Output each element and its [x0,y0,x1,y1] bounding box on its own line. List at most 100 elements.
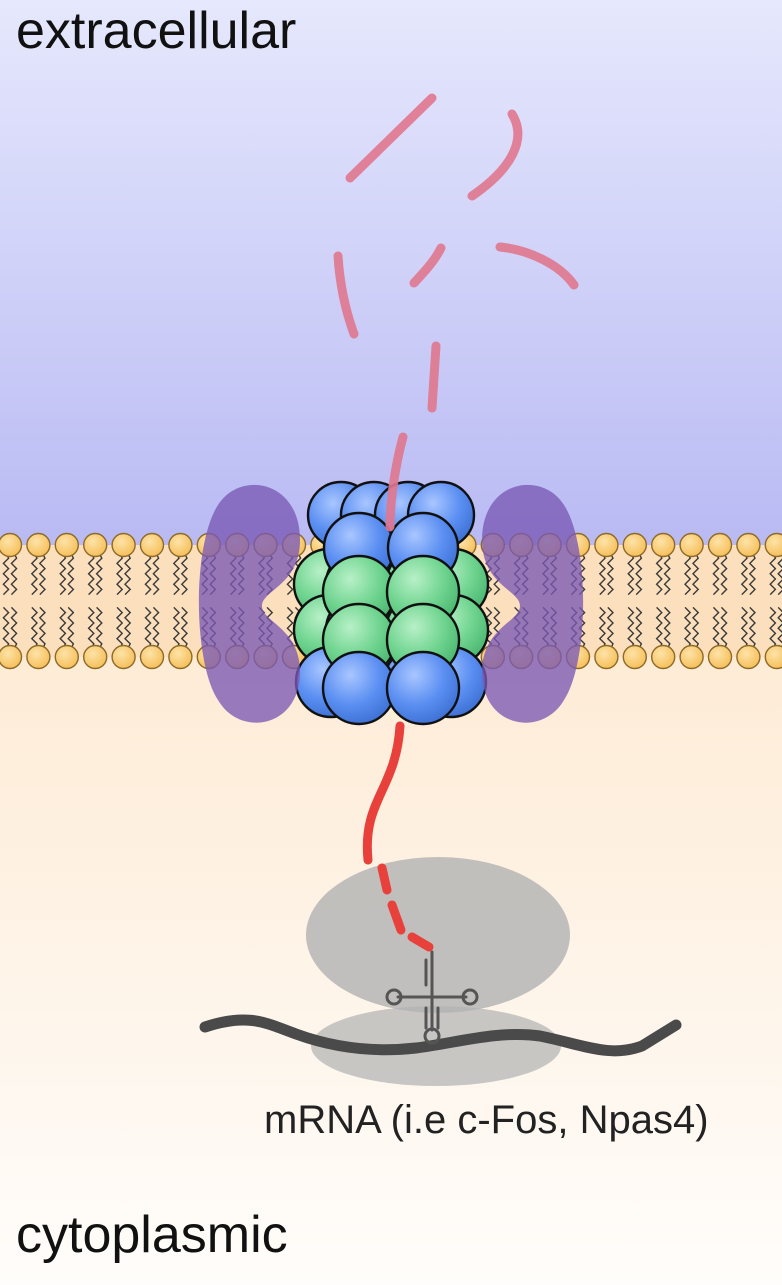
mrna-label: mRNA (i.e c-Fos, Npas4) [264,1098,709,1142]
lipid-head [0,532,23,558]
lipid-head [622,644,647,670]
peptide-segment [377,863,392,895]
lipid-head [736,644,761,670]
lipid-head [168,532,193,558]
peptide-segment [409,243,446,288]
lipid-head [111,644,136,670]
lipid-tail [95,552,103,596]
lipid-tail [627,552,635,596]
peptide-segment [387,900,406,935]
lipid-tail [2,606,10,650]
lipid-tail [627,606,635,650]
lipid-tail [116,606,124,650]
auxiliary-protein-right [482,484,584,723]
lipid-tail [30,552,38,596]
lipid-tail [38,606,46,650]
ribosome-large-subunit [306,857,570,1013]
lipid-head [764,532,782,558]
lipid-tail [740,606,748,650]
proteasome-complex [292,480,490,726]
lipid-head [26,532,51,558]
lipid-tail [144,552,152,596]
lipid-tail [2,552,10,596]
lipid-tail [124,606,132,650]
lipid-head [54,532,80,558]
lipid-head [594,532,619,558]
lipid-tail [606,552,614,596]
lipid-head [764,644,782,670]
lipid-head [679,644,704,670]
lipid-head [594,644,619,670]
lipid-tail [180,606,188,650]
lipid-tail [740,552,748,596]
lipid-tail [635,606,643,650]
lipid-head [139,532,165,558]
lipid-tail [748,606,756,650]
lipid-tail [59,606,67,650]
lipid-tail [67,606,75,650]
lipid-tail [598,552,606,596]
lipid-head [139,644,165,670]
peptide-intracellular [362,721,434,952]
lipid-tail [172,552,180,596]
lipid-tail [598,606,606,650]
lipid-head [111,532,136,558]
lipid-head [26,644,51,670]
lipid-tail [720,552,728,596]
lipid-head [168,644,193,670]
lipid-tail [30,606,38,650]
proteasome-cap-subunit [385,650,461,726]
lipid-tail [152,552,160,596]
lipid-head [707,532,733,558]
lipid-tail [59,552,67,596]
lipid-tail [124,552,132,596]
lipid-tail [635,552,643,596]
trna-icon [385,950,479,1045]
lipid-tail [144,606,152,650]
lipid-tail [684,552,692,596]
lipid-tail [180,552,188,596]
lipid-head [651,644,676,670]
lipid-head [707,644,733,670]
proteasome-cap-subunit [321,650,397,726]
cytoplasmic-label: cytoplasmic [16,1206,288,1264]
auxiliary-protein-left [198,484,300,723]
lipid-tail [712,552,720,596]
lipid-tail [692,552,700,596]
lipid-tail [655,552,663,596]
peptide-segment [495,242,579,290]
lipid-tail [10,552,18,596]
lipid-tail [720,606,728,650]
lipid-tail [87,552,95,596]
lipid-tail [684,606,692,650]
lipid-tail [692,606,700,650]
lipid-tail [172,606,180,650]
peptide-segment [467,109,523,201]
peptide-extracellular [333,93,579,532]
peptide-segment [333,251,359,339]
lipid-head [622,532,647,558]
lipid-tail [712,606,720,650]
lipid-tail [67,552,75,596]
peptide-segment [345,93,437,183]
lipid-head [679,532,704,558]
lipid-tail [87,606,95,650]
lipid-tail [606,606,614,650]
lipid-tail [748,552,756,596]
lipid-head [0,644,23,670]
lipid-tail [38,552,46,596]
lipid-tail [663,552,671,596]
lipid-tail [655,606,663,650]
lipid-head [82,532,108,558]
peptide-segment [427,341,441,413]
lipid-tail [10,606,18,650]
peptide-segment [385,432,408,532]
lipid-head [736,532,761,558]
peptide-segment [407,932,434,952]
extracellular-label: extracellular [16,2,297,60]
lipid-tail [152,606,160,650]
mrna-strand [199,1014,682,1057]
lipid-tail [769,606,777,650]
